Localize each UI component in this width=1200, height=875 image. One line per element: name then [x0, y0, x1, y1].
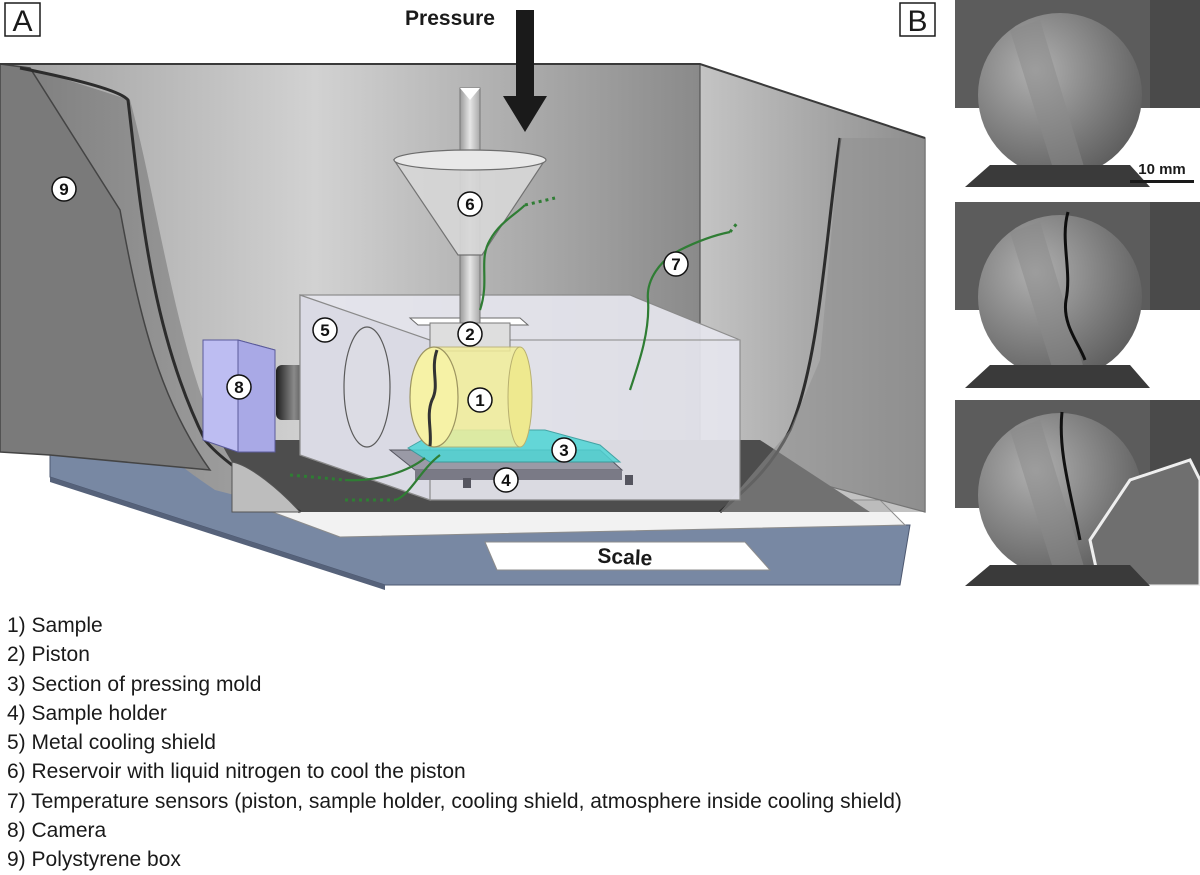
- shield-window: [343, 326, 391, 448]
- svg-text:8: 8: [234, 378, 243, 397]
- photo-intact-sample: [955, 0, 1200, 187]
- marker-3: 3: [551, 437, 577, 463]
- legend-item: 2) Piston: [7, 643, 90, 667]
- svg-text:2: 2: [465, 325, 474, 344]
- marker-2: 2: [457, 321, 483, 347]
- panel-label-b: B: [899, 2, 936, 38]
- pressure-arrow: [503, 10, 547, 132]
- svg-text:6: 6: [465, 195, 474, 214]
- scale-label: Scale: [597, 545, 653, 571]
- photo-cracked-sample: [955, 202, 1200, 388]
- svg-text:7: 7: [671, 255, 680, 274]
- marker-9: 9: [51, 176, 77, 202]
- legend-item: 9) Polystyrene box: [7, 848, 181, 872]
- panel-label-a: A: [4, 2, 41, 38]
- legend: 1) Sample 2) Piston 3) Section of pressi…: [7, 611, 902, 875]
- scale-bar: 10 mm: [1130, 161, 1194, 183]
- svg-text:B: B: [907, 5, 927, 38]
- svg-text:5: 5: [320, 321, 329, 340]
- temperature-sensor-wires: [289, 196, 740, 502]
- legend-item: 1) Sample: [7, 614, 103, 637]
- legend-item: 6) Reservoir with liquid nitrogen to coo…: [7, 760, 466, 784]
- svg-text:3: 3: [559, 441, 568, 460]
- marker-6: 6: [457, 191, 483, 217]
- pressure-label: Pressure: [405, 7, 495, 30]
- marker-8: 8: [226, 374, 252, 400]
- marker-1: 1: [467, 387, 493, 413]
- legend-item: 8) Camera: [7, 819, 107, 843]
- legend-item: 3) Section of pressing mold: [7, 672, 262, 696]
- svg-text:9: 9: [59, 180, 68, 199]
- legend-item: 4) Sample holder: [7, 701, 167, 725]
- legend-item: 5) Metal cooling shield: [7, 731, 216, 755]
- marker-5: 5: [312, 317, 338, 343]
- sample-cylinder: [409, 346, 533, 448]
- photo-fractured-sample: [955, 400, 1200, 586]
- svg-text:10 mm: 10 mm: [1138, 161, 1186, 178]
- svg-text:A: A: [12, 5, 32, 38]
- svg-text:4: 4: [501, 471, 511, 490]
- marker-7: 7: [663, 251, 689, 277]
- legend-item: 7) Temperature sensors (piston, sample h…: [7, 789, 902, 813]
- marker-4: 4: [493, 467, 519, 493]
- svg-text:1: 1: [475, 391, 484, 410]
